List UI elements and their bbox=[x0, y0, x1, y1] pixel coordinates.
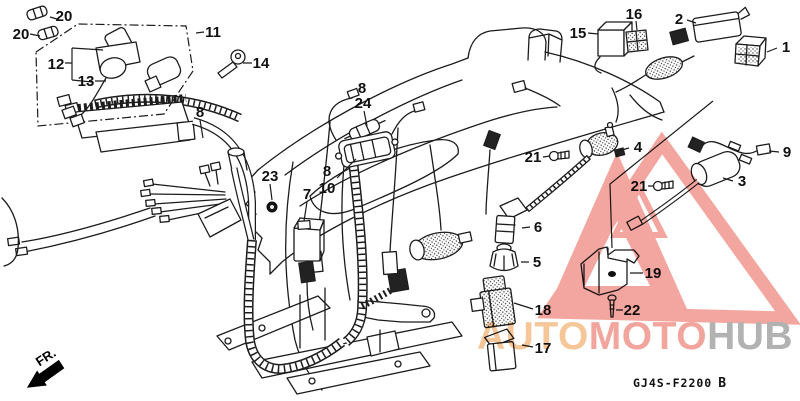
connector-part-17 bbox=[483, 328, 517, 372]
watermark-triangle-outline bbox=[537, 131, 800, 325]
unit-part-8-10 bbox=[334, 131, 399, 168]
relay-part-15 bbox=[594, 21, 633, 74]
callout-8-c: 8 bbox=[323, 163, 331, 180]
frame-body-drawing bbox=[245, 27, 665, 391]
callout-8-a: 8 bbox=[196, 104, 204, 121]
diagram-code: GJ4S-F2200 B bbox=[633, 376, 727, 391]
sub-cord-part-9 bbox=[687, 136, 772, 156]
callout-23: 23 bbox=[262, 168, 279, 185]
callout-16: 16 bbox=[626, 6, 643, 23]
diagram-code-number: GJ4S-F2200 bbox=[633, 376, 712, 390]
plug-lead-4 bbox=[525, 154, 592, 213]
callout-14: 14 bbox=[253, 55, 270, 72]
callout-20-b: 20 bbox=[13, 26, 30, 43]
screw-part-21-right bbox=[652, 180, 674, 192]
callout-5: 5 bbox=[533, 254, 541, 271]
plug-grommet-part-5 bbox=[489, 243, 519, 272]
callout-6: 6 bbox=[534, 219, 542, 236]
fr-direction-arrow: FR. bbox=[26, 345, 65, 388]
callout-20-a: 20 bbox=[56, 8, 73, 25]
callout-1: 1 bbox=[782, 39, 790, 56]
watermark-triangle-small bbox=[610, 181, 668, 238]
plug-cap-part-6 bbox=[494, 197, 528, 245]
callout-11: 11 bbox=[205, 24, 221, 41]
loop-wire-2 bbox=[391, 109, 419, 135]
resistor-part-4 bbox=[579, 121, 626, 159]
ignition-switch-group bbox=[35, 23, 246, 128]
callout-12: 12 bbox=[48, 56, 65, 73]
watermark-wordmark: AUTOMOTOHUB bbox=[477, 315, 793, 358]
connector-part-1 bbox=[734, 35, 767, 67]
callout-8-b: 8 bbox=[358, 80, 366, 97]
watermark: AUTOMOTOHUB bbox=[477, 131, 800, 358]
watermark-moto: MOTO bbox=[589, 315, 707, 358]
callout-13: 13 bbox=[78, 73, 95, 90]
watermark-hub: HUB bbox=[707, 315, 793, 358]
callout-7: 7 bbox=[303, 186, 311, 203]
connector-part-16 bbox=[625, 29, 649, 53]
fr-arrow-icon bbox=[26, 359, 65, 388]
callout-3: 3 bbox=[738, 173, 746, 190]
callout-24: 24 bbox=[355, 95, 372, 112]
callout-21-a: 21 bbox=[525, 149, 542, 166]
callout-10: 10 bbox=[319, 180, 336, 197]
callout-9: 9 bbox=[783, 144, 791, 161]
relay-part-18 bbox=[470, 275, 516, 329]
watermark-auto: AUTO bbox=[477, 315, 589, 358]
diagram-code-revision: B bbox=[718, 376, 727, 391]
callout-4: 4 bbox=[634, 139, 643, 156]
cover-part-2 bbox=[692, 6, 751, 43]
loop-wire-connector bbox=[346, 87, 360, 100]
loop-wire bbox=[328, 97, 353, 141]
watermark-triangle-counter bbox=[585, 220, 650, 286]
grommet-part-23 bbox=[266, 201, 278, 213]
screw-part-21-left bbox=[548, 150, 570, 162]
bulb-parts-20 bbox=[26, 5, 59, 41]
callout-15: 15 bbox=[570, 25, 587, 42]
callout-17: 17 bbox=[535, 340, 552, 357]
cdi-part-7 bbox=[293, 217, 325, 262]
loop-wire-2-connector bbox=[412, 101, 426, 113]
callout-2: 2 bbox=[675, 11, 683, 28]
